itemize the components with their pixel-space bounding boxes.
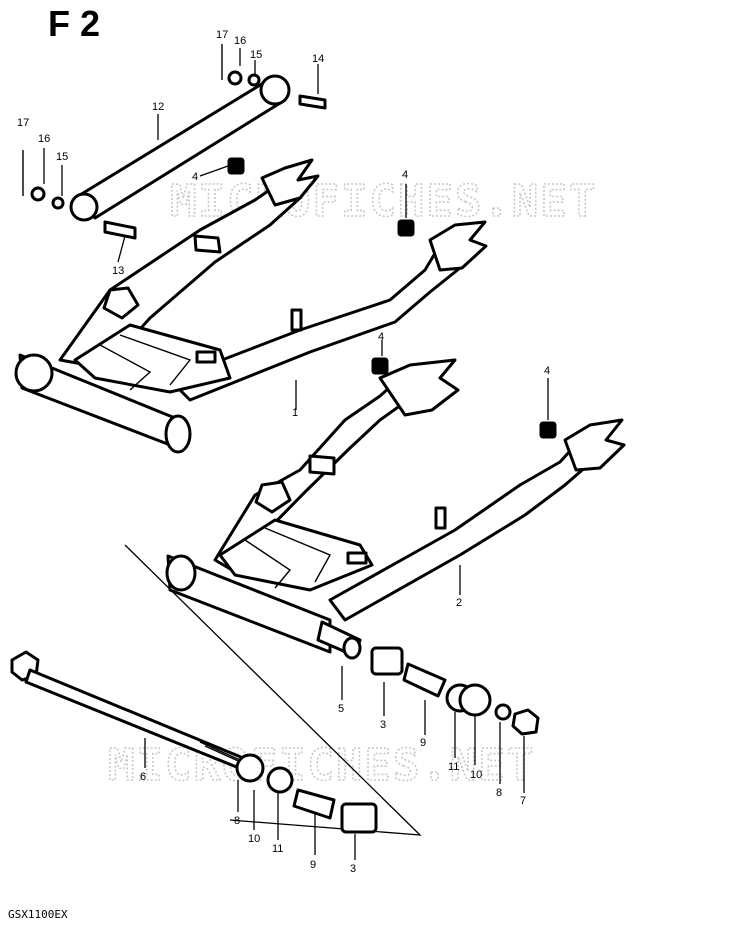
label-part-7: 7 [520,795,526,807]
label-part-1: 1 [292,407,298,419]
label-part-10: 10 [470,769,482,781]
part-labels: 17 16 15 14 12 17 16 15 4 4 13 4 4 1 2 5… [17,29,550,875]
label-part-15: 15 [56,151,68,163]
pivot-tube2-end-left [165,554,197,592]
label-part-14: 14 [312,53,324,65]
label-part-12: 12 [152,101,164,113]
callout-lines [43,48,549,860]
pivot-tube-end-right [164,414,192,454]
label-part-9: 9 [310,859,316,871]
model-code: GSX1100EX [8,908,68,921]
watermark-bottom: MICROFICHES.NET [108,740,535,791]
label-part-13: 13 [112,265,124,277]
label-part-3: 3 [350,863,356,875]
label-part-3: 3 [380,719,386,731]
corner-page-mark: F 2 [48,3,100,44]
label-part-16: 16 [38,133,50,145]
label-part-11: 11 [272,843,283,855]
pivot-tube-end-left [14,353,54,393]
label-part-4: 4 [192,171,198,183]
label-part-11: 11 [448,761,459,773]
upper-shaft-assembly [22,44,327,240]
swingarm-lower [165,358,626,654]
label-part-4: 4 [378,331,384,343]
label-part-4: 4 [402,169,408,181]
label-part-4: 4 [544,365,550,377]
label-part-10: 10 [248,833,260,845]
label-part-5: 5 [338,703,344,715]
label-part-17: 17 [216,29,228,41]
construction-line [124,544,422,836]
label-part-15: 15 [250,49,262,61]
label-part-2: 2 [456,597,462,609]
label-part-8: 8 [496,787,502,799]
label-part-6: 6 [140,771,146,783]
pivot-bearing-parts [235,620,540,834]
bushings-4 [227,157,557,439]
label-part-17: 17 [17,117,29,129]
pivot-shaft-6 [10,650,250,772]
label-part-8: 8 [234,815,240,827]
swingarm-upper [14,158,488,454]
label-part-9: 9 [420,737,426,749]
label-part-16: 16 [234,35,246,47]
